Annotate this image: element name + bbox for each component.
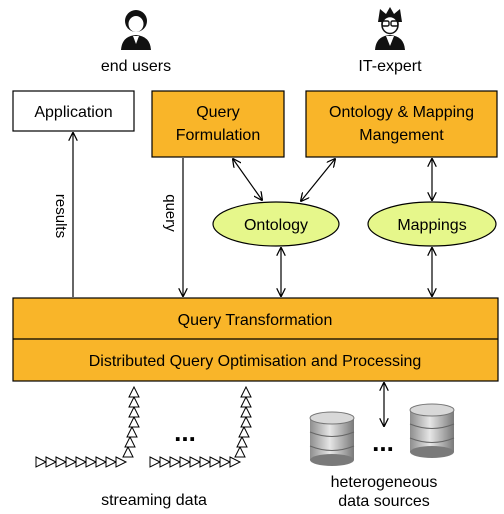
query-formulation-label-line1: Query — [196, 104, 240, 121]
stream-triangle — [240, 395, 252, 408]
stream-triangle — [149, 456, 162, 468]
management-ontology-arrow — [301, 159, 335, 201]
stream-triangle — [122, 445, 134, 458]
stream-triangle — [95, 456, 108, 468]
stream-triangle — [240, 385, 252, 398]
stream-triangle — [240, 405, 252, 418]
stream-triangle — [65, 456, 78, 468]
stream-triangle — [238, 425, 250, 438]
it-expert-icon — [375, 7, 405, 50]
stream-triangle — [128, 415, 140, 428]
query-transformation-label: Query Transformation — [178, 312, 333, 329]
stream-triangle — [236, 435, 248, 448]
streaming-data-label: streaming data — [101, 492, 207, 509]
stream-triangle — [169, 456, 182, 468]
it-expert-label: IT-expert — [358, 58, 422, 75]
stream-triangle — [105, 456, 118, 468]
stream-triangle — [35, 456, 48, 468]
ontology-ellipse — [212, 201, 340, 247]
query-formulation-box — [151, 90, 285, 158]
mappings-ellipse — [367, 201, 497, 247]
stream-triangle — [126, 425, 138, 438]
stream-triangle — [128, 395, 140, 408]
query-formulation-label-line2: Formulation — [176, 127, 260, 144]
stream-triangle — [219, 456, 232, 468]
stream-triangle — [189, 456, 202, 468]
ontology-label: Ontology — [244, 217, 308, 234]
sources-label-line1: heterogeneous — [331, 474, 438, 491]
ontology-mapping-label-line1: Ontology & Mapping — [329, 104, 474, 121]
stream-triangle — [229, 456, 242, 468]
end-user-icon — [121, 10, 151, 50]
stream-triangle — [179, 456, 192, 468]
streaming-data-triangles — [35, 385, 252, 468]
formulation-ontology-arrow — [233, 159, 262, 200]
stream-triangle — [85, 456, 98, 468]
stream-triangle — [159, 456, 172, 468]
stream-triangle — [234, 445, 246, 458]
streams-ellipsis: ... — [174, 417, 196, 447]
stream-triangle — [209, 456, 222, 468]
stream-triangle — [199, 456, 212, 468]
stream-triangle — [124, 435, 136, 448]
database-icon-2 — [409, 403, 455, 458]
query-label: query — [162, 194, 179, 232]
stream-triangle — [75, 456, 88, 468]
stream-triangle — [240, 415, 252, 428]
ontology-mapping-label-line2: Mangement — [359, 127, 444, 144]
sources-ellipsis: ... — [372, 427, 394, 457]
ontology-mapping-box — [305, 90, 498, 158]
distributed-processing-label: Distributed Query Optimisation and Proce… — [89, 353, 422, 370]
stream-triangle — [45, 456, 58, 468]
stream-triangle — [115, 456, 128, 468]
application-label: Application — [34, 104, 112, 121]
sources-label-line2: data sources — [338, 493, 430, 510]
database-icon-1 — [309, 411, 355, 466]
end-users-label: end users — [101, 58, 171, 75]
stream-triangle — [55, 456, 68, 468]
results-label: results — [52, 194, 69, 238]
stream-triangle — [128, 385, 140, 398]
application-box — [12, 90, 135, 132]
mappings-label: Mappings — [397, 217, 466, 234]
stream-triangle — [128, 405, 140, 418]
